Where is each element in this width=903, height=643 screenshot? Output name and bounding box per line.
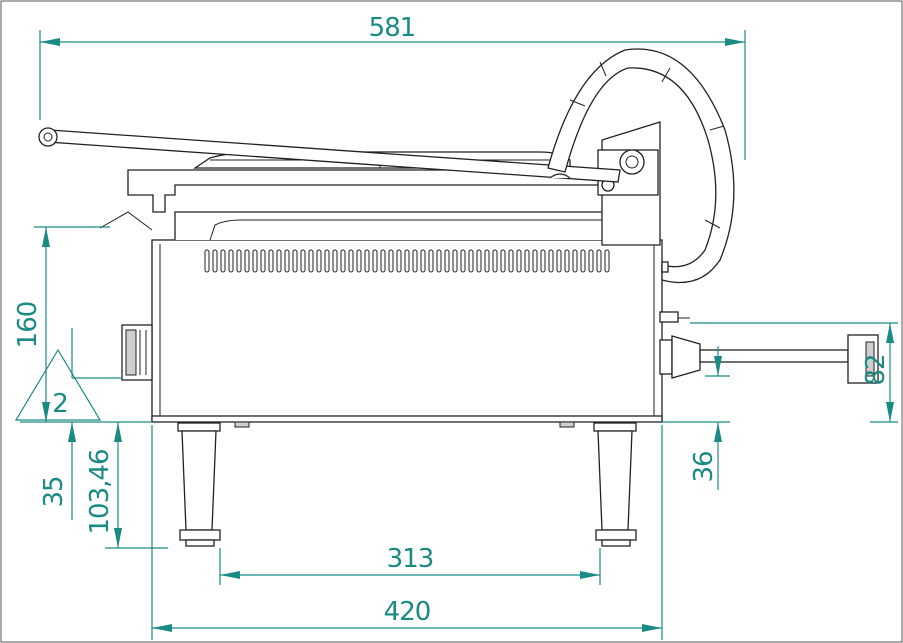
vent-slot <box>372 249 378 273</box>
vent-slot <box>548 249 554 273</box>
vent-slot <box>484 249 490 273</box>
vent-slot <box>300 249 306 273</box>
label-35: 35 <box>39 476 69 507</box>
vent-slot <box>588 249 594 273</box>
label-420: 420 <box>384 597 431 627</box>
dim-leg-spacing: 313 <box>219 544 601 585</box>
vent-slot <box>212 249 218 273</box>
vent-slot <box>572 249 578 273</box>
control-knob <box>121 324 153 381</box>
vent-slot <box>244 249 250 273</box>
vent-slot <box>508 249 514 273</box>
vent-slot <box>420 249 426 273</box>
vent-slot <box>268 249 274 273</box>
label-82: 82 <box>861 354 891 385</box>
vent-slot <box>436 249 442 273</box>
dim-plug-height: 82 <box>690 322 898 423</box>
vent-slot <box>228 249 234 273</box>
vent-slot <box>364 249 370 273</box>
vent-slot <box>468 249 474 273</box>
vent-slot <box>220 249 226 273</box>
dim-slope: 2 <box>14 328 122 421</box>
vent-slot <box>532 249 538 273</box>
vent-slot <box>428 249 434 273</box>
vent-slot <box>524 249 530 273</box>
vent-slot <box>204 249 210 273</box>
vent-slot <box>452 249 458 273</box>
vent-slot <box>356 249 362 273</box>
power-cable <box>659 334 879 384</box>
vent-slot <box>540 249 546 273</box>
grease-tray <box>99 211 656 241</box>
label-160: 160 <box>13 302 43 349</box>
vent-slot <box>388 249 394 273</box>
dim-foot-height: 35 <box>39 422 76 520</box>
vent-slot <box>236 249 242 273</box>
vent-slot <box>260 249 266 273</box>
curved-handle <box>547 48 735 284</box>
vent-slot <box>324 249 330 273</box>
vent-slot <box>276 249 282 273</box>
vent-slot <box>556 249 562 273</box>
vent-slot <box>516 249 522 273</box>
vent-slot <box>596 249 602 273</box>
vent-slot <box>460 249 466 273</box>
left-leg <box>177 422 221 547</box>
label-581: 581 <box>369 13 416 43</box>
right-leg <box>593 422 637 547</box>
vent-slot <box>492 249 498 273</box>
vent-slot <box>284 249 290 273</box>
grill-machine <box>38 48 879 547</box>
vent-slot <box>404 249 410 273</box>
dim-leg-height: 103,46 <box>85 422 168 549</box>
vent-slot <box>580 249 586 273</box>
vent-slot <box>308 249 314 273</box>
handle-arm <box>38 127 621 183</box>
vent-slot <box>348 249 354 273</box>
vent-slot <box>412 249 418 273</box>
vent-slot <box>292 249 298 273</box>
vent-slot <box>396 249 402 273</box>
dim-body-width: 420 <box>151 425 663 640</box>
vent-slot <box>316 249 322 273</box>
label-36: 36 <box>689 451 719 482</box>
dimension-lines: 581 420 313 160 <box>13 13 898 640</box>
hinge-bracket <box>597 121 661 246</box>
vent-slot <box>604 249 610 273</box>
vent-slot <box>340 249 346 273</box>
dim-cable-height: 36 <box>662 346 730 490</box>
label-2: 2 <box>52 389 68 419</box>
vent-slot <box>500 249 506 273</box>
dim-body-height: 160 <box>13 226 110 422</box>
vent-slot <box>564 249 570 273</box>
vent-slot <box>332 249 338 273</box>
base-plate <box>151 415 663 423</box>
label-313: 313 <box>387 544 434 574</box>
vent-slot <box>380 249 386 273</box>
ventilation-slots <box>204 249 610 273</box>
label-103-46: 103,46 <box>85 450 115 535</box>
vent-slot <box>444 249 450 273</box>
vent-slot <box>252 249 258 273</box>
vent-slot <box>476 249 482 273</box>
dim-overall-width: 581 <box>39 13 746 160</box>
